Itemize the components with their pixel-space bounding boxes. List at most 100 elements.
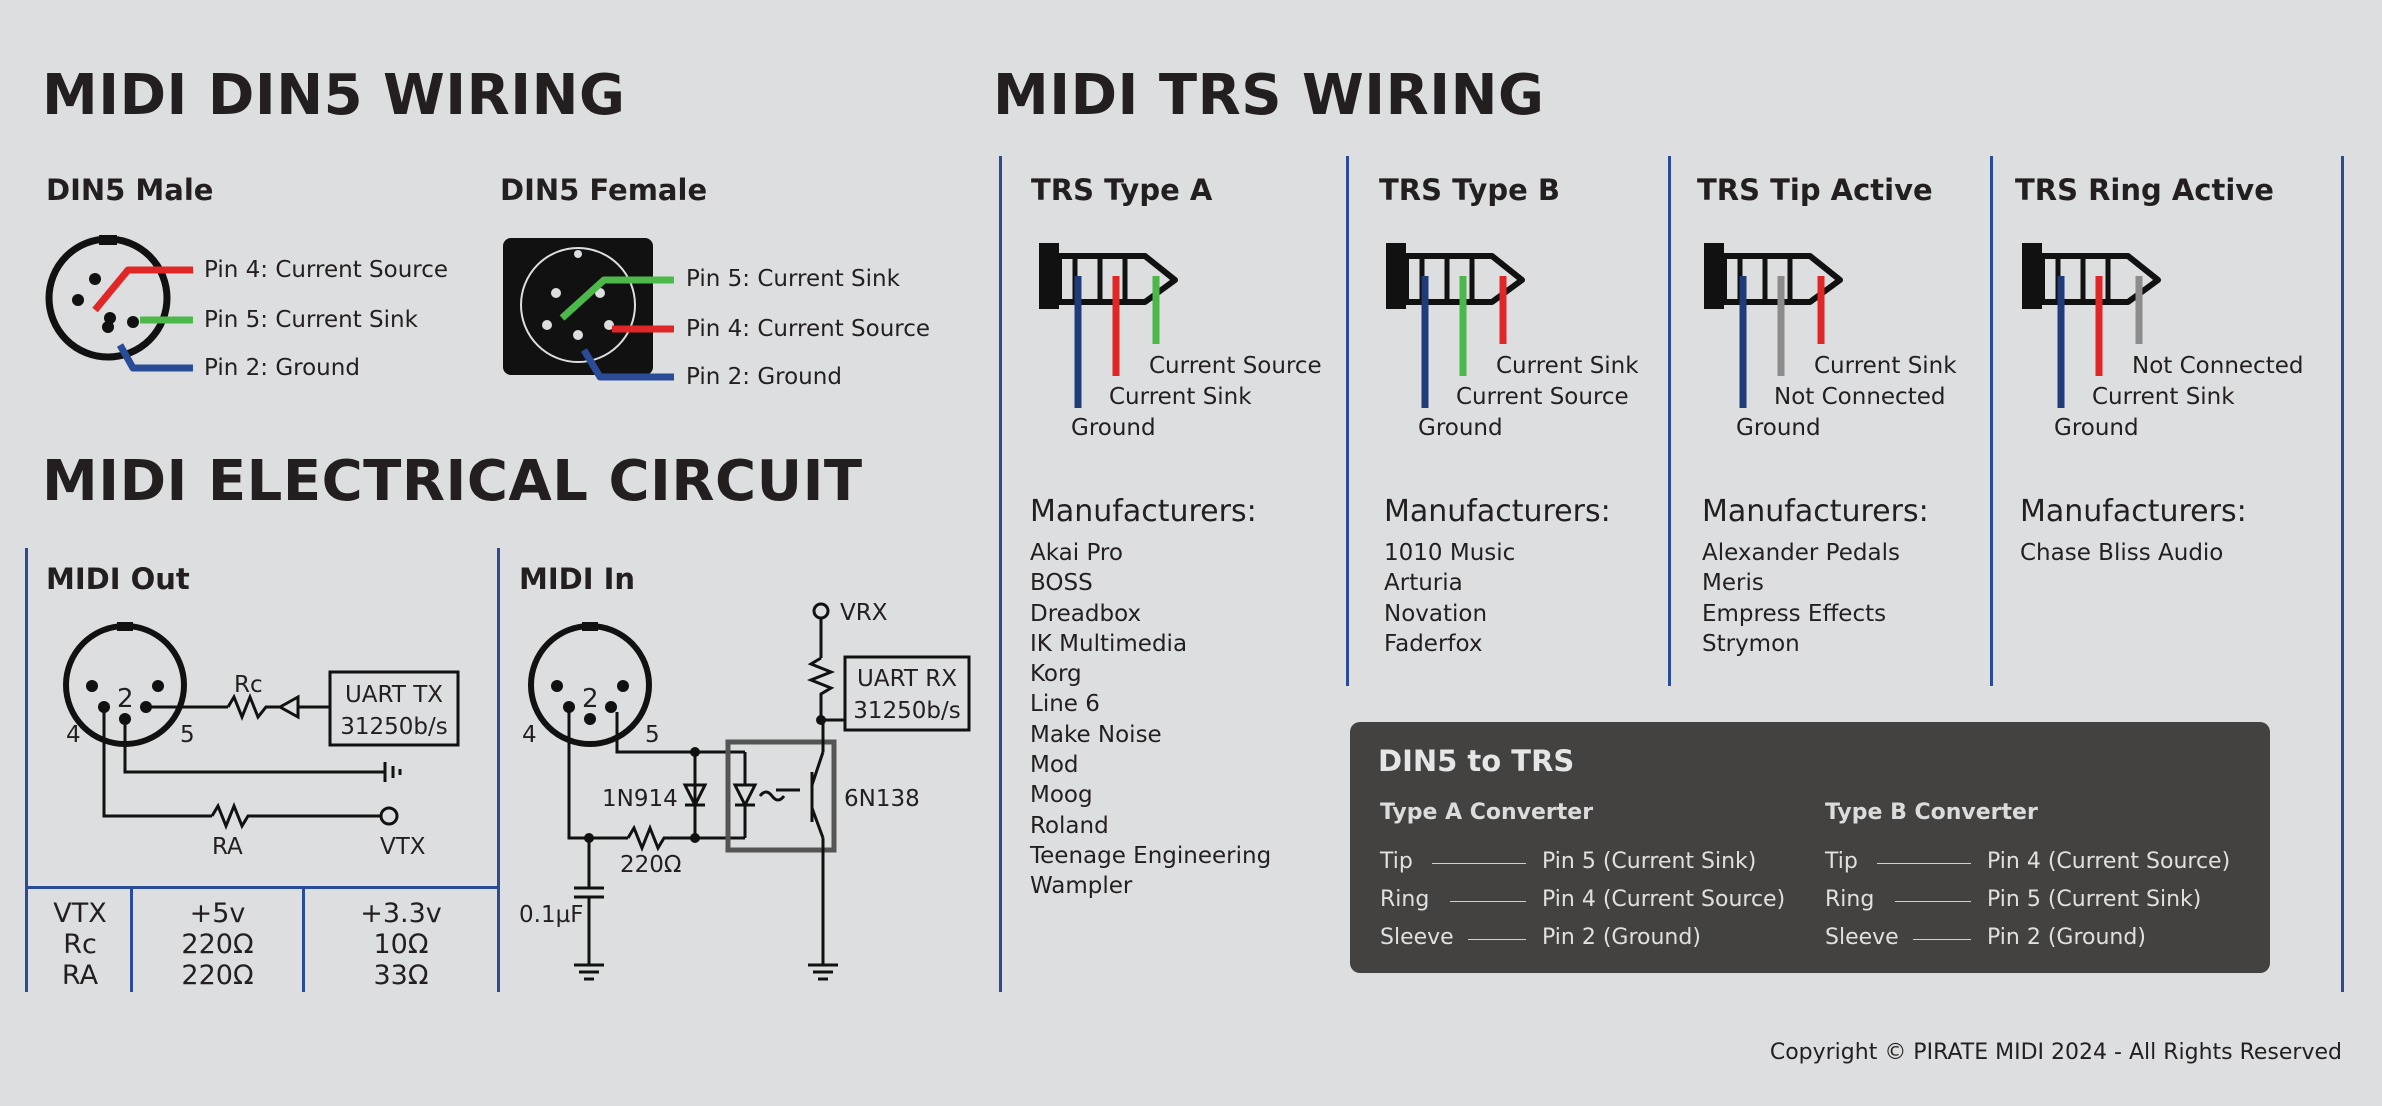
converter-row-label: Ring xyxy=(1380,887,1430,912)
manufacturers-title: Manufacturers: xyxy=(1384,494,1611,529)
optocoupler-label: 6N138 xyxy=(844,786,920,812)
table-cell: VTX xyxy=(53,898,107,929)
manufacturer-item: Teenage Engineering xyxy=(1030,842,1272,869)
manufacturers-title: Manufacturers: xyxy=(2020,494,2247,529)
trs-wire-label: Current Sink xyxy=(1109,384,1252,410)
manufacturer-item: IK Multimedia xyxy=(1030,630,1188,657)
in-pin-4-label: 4 xyxy=(522,722,537,748)
converter-row-value: Pin 2 (Ground) xyxy=(1987,925,2146,950)
manufacturer-item: Arturia xyxy=(1384,570,1463,597)
din5-to-trs-converter-panel: DIN5 to TRS Type A Converter Type B Conv… xyxy=(1350,722,2270,973)
din5-female-pin-label: Pin 2: Ground xyxy=(686,364,842,390)
trs-divider xyxy=(999,156,1002,992)
converter-row-label: Tip xyxy=(1825,849,1858,874)
out-pin-5-label: 5 xyxy=(180,722,195,748)
copyright-text: Copyright © PIRATE MIDI 2024 - All Right… xyxy=(1769,1040,2342,1065)
converter-connector-line xyxy=(1468,939,1526,940)
din5-female-pin-label: Pin 4: Current Source xyxy=(686,316,931,342)
din5-male-pin-label: Pin 5: Current Sink xyxy=(204,307,418,333)
din5-male-title: DIN5 Male xyxy=(46,173,214,207)
trs-divider xyxy=(1668,156,1671,686)
converter-row-value: Pin 5 (Current Sink) xyxy=(1542,849,1757,874)
uart-rx-baud: 31250b/s xyxy=(853,698,961,724)
manufacturers-title: Manufacturers: xyxy=(1030,494,1257,529)
din5-male-pin-label: Pin 4: Current Source xyxy=(204,257,449,283)
manufacturer-item: Strymon xyxy=(1702,630,1800,657)
manufacturer-item: Akai Pro xyxy=(1030,540,1123,566)
converter-connector-line xyxy=(1913,939,1971,940)
in-pin-2-label: 2 xyxy=(582,684,599,714)
converter-row-label: Ring xyxy=(1825,887,1875,912)
converter-row-value: Pin 4 (Current Source) xyxy=(1987,849,2231,874)
trs-divider xyxy=(2341,156,2344,992)
manufacturer-item: Empress Effects xyxy=(1702,600,1887,627)
manufacturer-list-ring-active: Chase Bliss Audio xyxy=(2020,538,2223,568)
converter-row-label: Sleeve xyxy=(1825,925,1899,950)
table-cell: +3.3v xyxy=(360,898,442,929)
circuit-divider xyxy=(497,548,500,992)
resistor-label: 220Ω xyxy=(620,852,681,878)
circuit-divider xyxy=(25,548,28,992)
din5-male-pin-label: Pin 2: Ground xyxy=(204,355,360,381)
manufacturer-item: Novation xyxy=(1384,600,1488,627)
table-cell: 33Ω xyxy=(373,960,429,991)
out-pin-4-label: 4 xyxy=(66,722,81,748)
manufacturer-item: Line 6 xyxy=(1030,691,1100,718)
out-pin-2-label: 2 xyxy=(117,684,134,714)
manufacturer-item: Roland xyxy=(1030,812,1109,839)
converter-row-label: Sleeve xyxy=(1380,925,1454,950)
uart-rx-label: UART RX xyxy=(857,666,957,692)
trs-wire-label: Not Connected xyxy=(1774,384,1946,410)
trs-wire-label: Current Sink xyxy=(1814,353,1957,379)
trs-wire-label: Current Source xyxy=(1149,353,1322,379)
midi-in-title: MIDI In xyxy=(519,562,636,596)
circuit-table-divider xyxy=(25,886,498,889)
ra-label: RA xyxy=(212,834,243,860)
voltage-table-labels: VTX Rc RA xyxy=(40,898,120,991)
din5-female-pin-label: Pin 5: Current Sink xyxy=(686,266,900,292)
manufacturer-list-type-a: Akai Pro BOSS Dreadbox IK Multimedia Kor… xyxy=(1030,538,1271,902)
vtx-label: VTX xyxy=(380,834,426,860)
converter-connector-line xyxy=(1877,863,1971,864)
trs-wire-label: Ground xyxy=(1071,415,1156,441)
manufacturer-item: Faderfox xyxy=(1384,630,1483,657)
table-cell: 10Ω xyxy=(373,929,429,960)
circuit-heading: MIDI ELECTRICAL CIRCUIT xyxy=(42,449,863,514)
manufacturer-item: Wampler xyxy=(1030,873,1133,900)
trs-wire-label: Current Source xyxy=(1456,384,1629,410)
trs-ring-active-title: TRS Ring Active xyxy=(2015,173,2274,207)
trs-wire-label: Current Sink xyxy=(1496,353,1639,379)
din5-female-connector-icon xyxy=(503,238,674,381)
in-pin-5-label: 5 xyxy=(645,722,660,748)
manufacturer-item: Korg xyxy=(1030,661,1082,688)
midi-out-schematic xyxy=(63,622,460,831)
trs-plug-icon xyxy=(1704,243,1843,408)
manufacturer-item: Moog xyxy=(1030,782,1093,809)
circuit-table-divider xyxy=(130,886,133,992)
converter-row-label: Tip xyxy=(1380,849,1413,874)
manufacturer-item: Alexander Pedals xyxy=(1702,540,1900,566)
manufacturer-item: 1010 Music xyxy=(1384,540,1516,566)
trs-wire-label: Ground xyxy=(2054,415,2139,441)
table-cell: Rc xyxy=(63,929,97,960)
capacitor-label: 0.1µF xyxy=(519,902,583,928)
type-a-converter-title: Type A Converter xyxy=(1380,800,1594,825)
manufacturer-item: BOSS xyxy=(1030,570,1093,597)
diode-label: 1N914 xyxy=(602,786,678,812)
uart-tx-label: UART TX xyxy=(345,682,443,708)
trs-wire-label: Current Sink xyxy=(2092,384,2235,410)
trs-plug-icon xyxy=(2022,243,2161,408)
trs-wire-label: Ground xyxy=(1736,415,1821,441)
vrx-label: VRX xyxy=(840,600,888,626)
manufacturer-list-type-b: 1010 Music Arturia Novation Faderfox xyxy=(1384,538,1515,659)
voltage-table-5v: +5v 220Ω 220Ω xyxy=(133,898,302,991)
converter-connector-line xyxy=(1450,901,1526,902)
junction-dot xyxy=(584,833,594,843)
converter-connector-line xyxy=(1432,863,1526,864)
trs-type-a-title: TRS Type A xyxy=(1031,173,1213,207)
converter-connector-line xyxy=(1895,901,1971,902)
converter-row-value: Pin 4 (Current Source) xyxy=(1542,887,1786,912)
table-cell: +5v xyxy=(189,898,246,929)
